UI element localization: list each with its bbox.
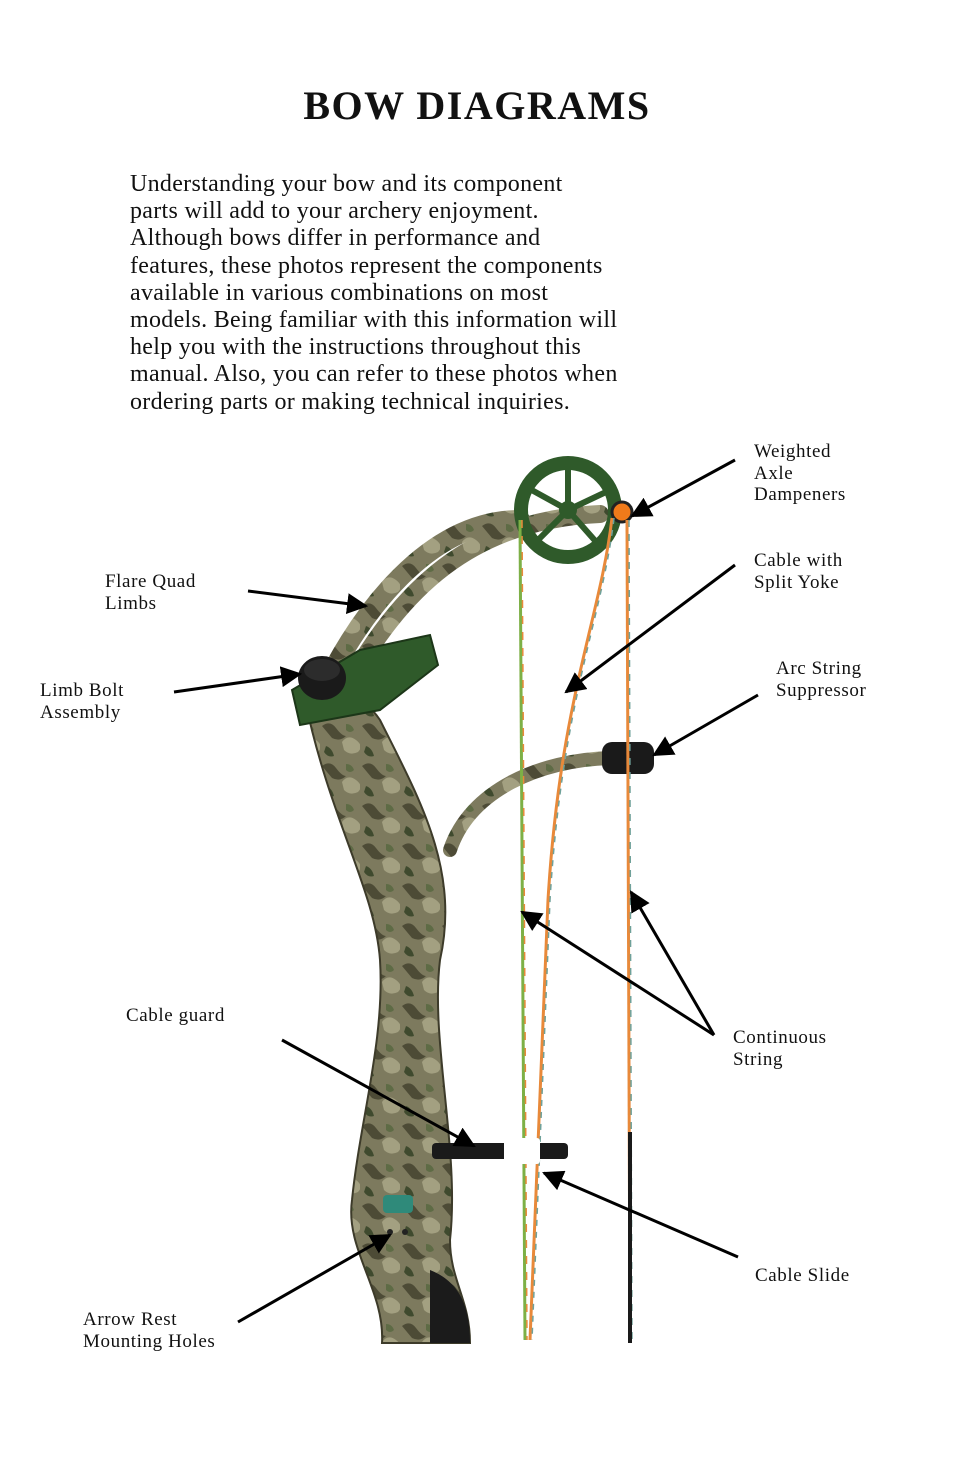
label-line: Mounting Holes [83,1330,216,1352]
label-cable-guard: Cable guard [126,1005,225,1027]
label-flare-quad-limbs: Flare Quad Limbs [105,571,196,614]
intro-line: Understanding your bow and its component [130,171,563,197]
arrow-rest-badge [383,1195,413,1213]
intro-line: models. Being familiar with this informa… [130,307,618,334]
riser [303,693,472,1344]
label-line: Dampeners [754,484,846,505]
arrow-flare-quad [247,589,369,615]
arrow-cable-slide [542,1170,739,1259]
intro-line: parts will add to your archery enjoyment… [130,198,539,225]
arrow-split-yoke [564,563,736,694]
arrow-limb-bolt [173,666,303,694]
label-line: Arc String [776,658,862,679]
label-line: Limbs [105,592,157,614]
label-line: Cable guard [126,1005,225,1026]
label-line: Cable Slide [755,1265,850,1286]
suppressor-rod [443,751,617,857]
label-line: String [733,1048,784,1070]
arrow-arc-suppressor [652,693,759,757]
intro-line: available in various combinations on mos… [130,279,549,306]
label-weighted-axle-dampeners: Weighted Axle Dampeners [754,441,846,506]
label-cable-slide: Cable Slide [755,1265,850,1287]
arrow-cable-guard [281,1038,476,1148]
label-line: Limb Bolt [40,680,125,701]
intro-paragraph: Understanding your bow and its component… [130,171,840,416]
arrow-rest-holes [237,1233,392,1324]
label-line: Weighted [754,441,832,462]
arrow-continuous-string-2 [629,890,716,1036]
page-title: BOW DIAGRAMS [303,83,651,128]
label-arrow-rest-mounting-holes: Arrow Rest Mounting Holes [83,1309,215,1352]
axle-dampener [610,500,634,524]
label-line: Axle [754,462,794,484]
label-arc-string-suppressor: Arc String Suppressor [776,658,866,701]
intro-line: manual. Also, you can refer to these pho… [130,361,618,388]
label-continuous-string: Continuous String [733,1027,827,1070]
arrow-continuous-string-1 [520,910,715,1037]
label-line: Continuous [733,1027,827,1048]
intro-line: ordering parts or making technical inqui… [130,388,571,415]
arrow-weighted-axle [630,458,736,518]
label-line: Cable with [754,550,843,571]
grip [430,1270,470,1343]
intro-line: features, these photos represent the com… [130,252,603,279]
label-line: Assembly [40,701,121,723]
label-line: Flare Quad [105,571,196,592]
intro-line: Although bows differ in performance and [130,225,541,252]
limb-pocket [290,633,440,727]
cable-split-yoke [528,517,614,1341]
string-front [518,519,527,1341]
label-line: Arrow Rest [83,1309,178,1330]
intro-line: help you with the instructions throughou… [130,334,582,361]
cable-guard-rod [432,1143,568,1159]
cable-slide [504,1138,540,1164]
label-cable-with-split-yoke: Cable with Split Yoke [754,550,843,593]
label-line: Suppressor [776,679,867,701]
label-limb-bolt-assembly: Limb Bolt Assembly [40,680,124,723]
label-line: Split Yoke [754,571,840,593]
